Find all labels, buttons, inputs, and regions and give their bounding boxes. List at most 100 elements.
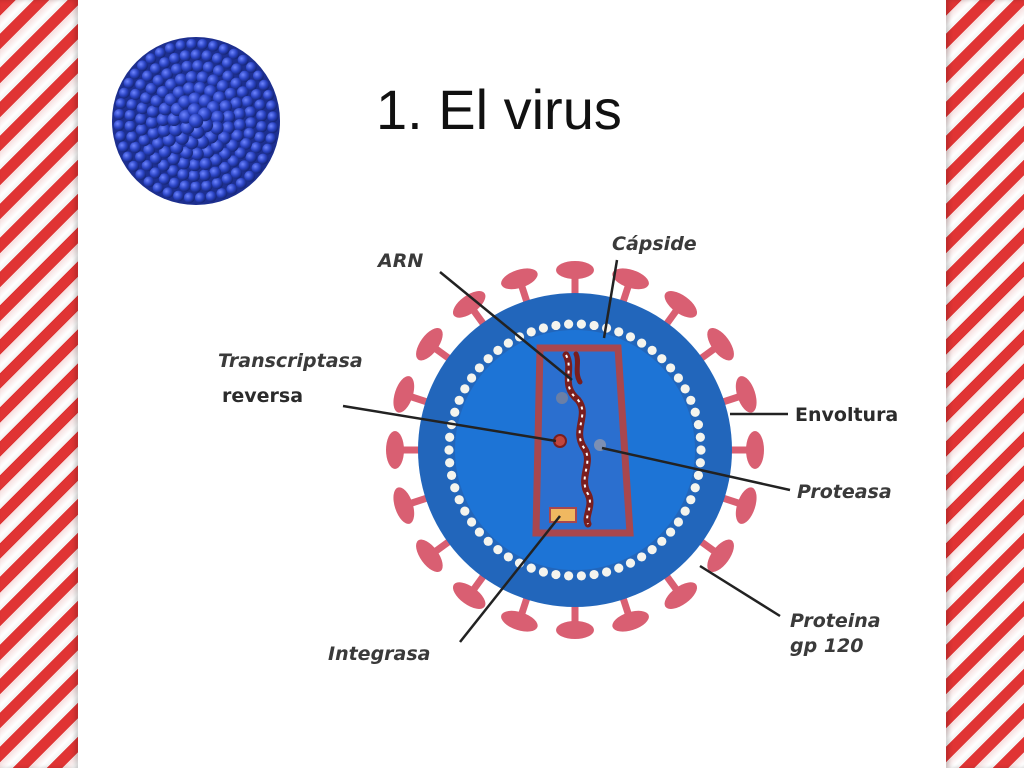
label-proteina: Proteina bbox=[790, 610, 881, 632]
lipid-dot bbox=[454, 395, 464, 405]
virus-sphere-knob bbox=[222, 70, 235, 83]
virus-sphere-knob bbox=[266, 100, 277, 112]
lipid-dot bbox=[564, 319, 574, 329]
virus-sphere-knob bbox=[198, 169, 211, 182]
virus-sphere-knob bbox=[128, 160, 140, 172]
virus-sphere-knob bbox=[234, 147, 247, 160]
lipid-dot bbox=[625, 332, 636, 342]
leader-line-proteasa bbox=[601, 446, 791, 492]
virus-sphere-knob bbox=[226, 139, 239, 152]
virus-sphere-knob bbox=[238, 160, 251, 172]
lipid-dot bbox=[637, 552, 647, 562]
lipid-dot bbox=[466, 517, 477, 527]
virus-sphere-knob bbox=[145, 116, 159, 129]
lipid-dot bbox=[589, 320, 599, 331]
virus-sphere-knob bbox=[152, 182, 164, 194]
lipid-dot bbox=[466, 373, 477, 383]
virus-sphere-knob bbox=[169, 52, 181, 65]
virus-sphere-knob bbox=[224, 87, 237, 101]
virus-sphere-knob bbox=[140, 92, 152, 105]
gp120-spike-head bbox=[452, 582, 486, 609]
virus-sphere-knob bbox=[226, 183, 238, 195]
virus-sphere-knob bbox=[209, 166, 222, 179]
virus-sphere-knob bbox=[218, 161, 231, 174]
virus-sphere-knob bbox=[245, 151, 257, 163]
label-proteasa: Proteasa bbox=[797, 481, 892, 503]
virus-sphere-knob bbox=[221, 57, 234, 69]
lipid-dot bbox=[538, 323, 549, 333]
virus-sphere-knob bbox=[167, 152, 180, 166]
virus-sphere-knob bbox=[156, 85, 170, 99]
lipid-dot bbox=[693, 470, 704, 480]
virus-sphere-knob bbox=[201, 145, 215, 159]
virus-sphere-knob bbox=[241, 95, 254, 108]
lipid-dot bbox=[625, 558, 636, 568]
virus-sphere-knob bbox=[228, 48, 240, 60]
virus-sphere-knob bbox=[230, 167, 243, 179]
rna-strand-2 bbox=[573, 351, 583, 385]
virus-sphere-knob bbox=[209, 154, 223, 167]
lipid-dot bbox=[445, 458, 455, 468]
lipid-dot bbox=[690, 407, 700, 417]
lipid-dot bbox=[647, 345, 657, 355]
virus-sphere-knob bbox=[244, 106, 257, 119]
virus-sphere-knob bbox=[162, 133, 176, 147]
virus-sphere-knob bbox=[143, 143, 156, 156]
virus-sphere-knob bbox=[182, 82, 196, 96]
virus-sphere-knob bbox=[211, 53, 224, 65]
virus-sphere-knob bbox=[254, 99, 266, 111]
virus-sphere-knob bbox=[178, 95, 192, 109]
virus-sphere-knob bbox=[258, 79, 270, 91]
virus-sphere-knob bbox=[179, 180, 191, 192]
virus-sphere-knob bbox=[161, 68, 174, 81]
gp120-spike-head bbox=[612, 610, 649, 632]
lipid-dot bbox=[483, 354, 493, 364]
lipid-dot bbox=[666, 363, 676, 373]
virus-sphere-knob bbox=[212, 91, 226, 105]
virus-sphere-knob bbox=[113, 119, 125, 131]
envelope-lipid-dots bbox=[444, 319, 706, 581]
lipid-dot bbox=[589, 569, 599, 580]
virus-sphere-knob bbox=[113, 108, 125, 120]
lipid-dot bbox=[474, 363, 484, 373]
integrase-enzyme bbox=[549, 507, 577, 523]
virus-sphere-knob bbox=[243, 127, 256, 140]
lipid-dot bbox=[483, 536, 493, 546]
virus-sphere-knob bbox=[188, 158, 201, 172]
virus-sphere-knob bbox=[230, 97, 243, 110]
virus-sphere-knob bbox=[205, 191, 217, 202]
gp120-spike-head bbox=[735, 487, 757, 524]
virus-sphere-knob bbox=[244, 170, 255, 182]
label-integrasa: Integrasa bbox=[328, 643, 431, 665]
virus-sphere-knob bbox=[183, 192, 195, 204]
virus-sphere-knob bbox=[135, 169, 147, 180]
lipid-dot bbox=[696, 445, 706, 455]
lipid-dot bbox=[503, 552, 513, 562]
virus-sphere-knob bbox=[135, 151, 147, 163]
virus-sphere-knob bbox=[158, 173, 171, 185]
leader-line-capside bbox=[602, 259, 619, 339]
virus-sphere-knob bbox=[145, 53, 157, 65]
lipid-dot bbox=[601, 567, 612, 577]
lipid-dot bbox=[551, 569, 561, 580]
lipid-dot bbox=[445, 432, 455, 442]
gp120-spike-head bbox=[393, 376, 415, 413]
virus-sphere-knob bbox=[135, 79, 147, 91]
gp120-spike-head bbox=[664, 291, 698, 318]
virus-sphere-knob bbox=[211, 177, 223, 190]
lipid-dot bbox=[666, 527, 676, 537]
lipid-dot bbox=[526, 327, 536, 337]
virus-sphere-knob bbox=[251, 162, 263, 174]
virus-sphere-knob bbox=[219, 147, 232, 161]
virus-sphere-knob bbox=[177, 168, 190, 181]
virus-sphere-knob bbox=[194, 192, 206, 204]
lipid-dot bbox=[564, 571, 574, 581]
virus-sphere-knob bbox=[145, 82, 158, 95]
label-gp120: gp 120 bbox=[790, 635, 863, 657]
gp120-spike-head bbox=[664, 582, 698, 609]
lipid-dot bbox=[673, 517, 684, 527]
virus-sphere-knob bbox=[141, 159, 153, 172]
virus-sphere-knob bbox=[201, 180, 213, 192]
lipid-dot bbox=[493, 545, 503, 555]
gp120-spike-head bbox=[735, 376, 757, 413]
